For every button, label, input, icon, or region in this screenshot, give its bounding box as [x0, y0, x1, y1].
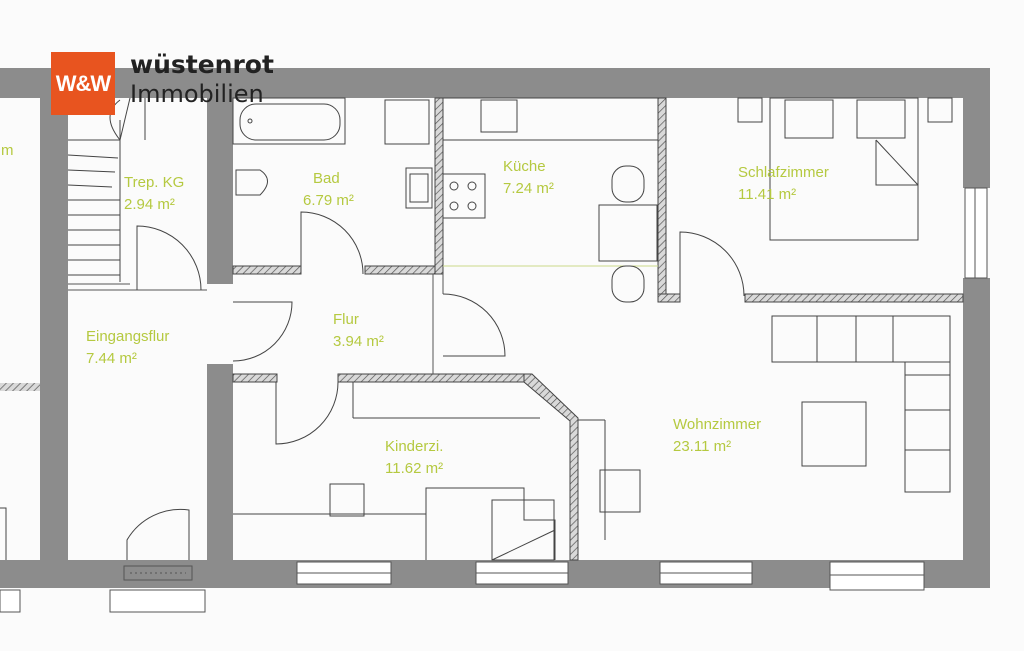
stairs [67, 97, 146, 282]
brand-sub: Immobilien [130, 80, 264, 108]
bathroom-fixtures [232, 97, 433, 209]
bedroom-furniture [737, 97, 953, 241]
kids-furniture [233, 382, 556, 561]
edge-label: m [1, 142, 14, 159]
logo-mark: W&W [51, 52, 115, 115]
brand-name: wüstenrot [130, 50, 274, 79]
door-mat [123, 565, 193, 581]
door-swings [0, 211, 745, 560]
brand-text: wüstenrot Immobilien [130, 50, 274, 108]
windows [0, 187, 988, 613]
room-kinderzimmer: Kinderzi.11.62 m² [385, 438, 444, 477]
kitchen-fixtures [442, 97, 659, 303]
living-furniture [578, 315, 951, 540]
